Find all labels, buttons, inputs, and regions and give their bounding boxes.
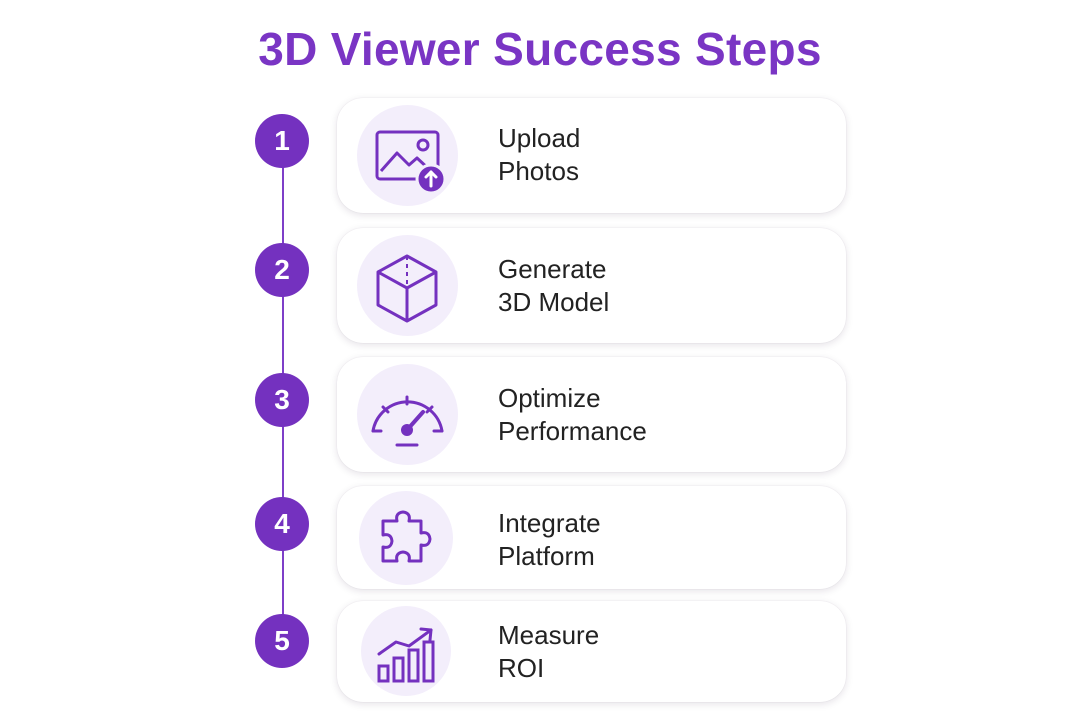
growth-chart-icon [361,606,451,696]
step-card-measure-roi: Measure ROI [337,601,846,702]
step-card-optimize-performance: Optimize Performance [337,357,846,472]
step-label: Generate 3D Model [498,254,610,317]
step-number-1: 1 [255,114,309,168]
image-upload-icon [357,105,458,206]
speedometer-icon [357,364,458,465]
step-label: Integrate Platform [498,508,601,571]
cube-icon [357,235,458,336]
puzzle-piece-icon [359,491,453,585]
step-card-integrate-platform: Integrate Platform [337,486,846,589]
step-label: Optimize Performance [498,383,647,446]
step-card-upload-photos: Upload Photos [337,98,846,213]
step-label: Measure ROI [498,620,600,683]
step-card-generate-3d-model: Generate 3D Model [337,228,846,343]
step-number-4: 4 [255,497,309,551]
step-number-5: 5 [255,614,309,668]
step-label: Upload Photos [498,123,581,186]
step-number-3: 3 [255,373,309,427]
step-number-2: 2 [255,243,309,297]
page-title: 3D Viewer Success Steps [258,23,822,75]
